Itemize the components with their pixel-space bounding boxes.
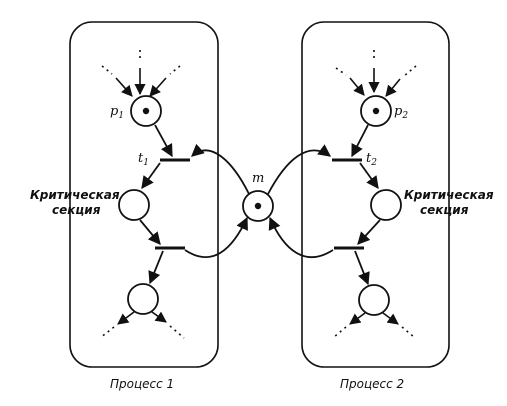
place-critical-section-2 xyxy=(370,189,402,221)
token-m xyxy=(254,202,262,210)
arc-t1-cs1 xyxy=(141,162,161,190)
label-critical-section-1-line1: Критическая xyxy=(30,188,120,202)
p1-incoming-arcs xyxy=(101,50,181,97)
caption-process-2: Процесс 2 xyxy=(340,377,404,391)
label-critical-section-2-line1: Критическая xyxy=(404,188,494,202)
p2-incoming-arcs xyxy=(335,50,417,97)
arc-p2-t2 xyxy=(351,124,369,158)
token-p2 xyxy=(372,107,380,115)
arc-t4-p4 xyxy=(354,250,370,286)
process-2-box xyxy=(301,21,450,368)
arc-p1-t1 xyxy=(154,124,173,158)
place-critical-section-1 xyxy=(118,189,150,221)
arc-m-t1 xyxy=(191,143,250,195)
label-m: m xyxy=(252,171,264,186)
label-p1: p1 xyxy=(110,104,124,121)
process-1-box xyxy=(69,21,219,368)
label-t2: t2 xyxy=(366,151,377,168)
place-after-release-1 xyxy=(127,283,159,315)
arc-t3-m xyxy=(184,216,248,258)
label-critical-section-2-line2: секция xyxy=(420,203,469,217)
arc-cs2-t4 xyxy=(357,219,381,245)
place-after-release-2 xyxy=(358,284,390,316)
arc-t2-cs2 xyxy=(359,162,379,190)
p4-outgoing-arcs xyxy=(333,312,415,338)
p3-outgoing-arcs xyxy=(99,311,185,339)
arc-t4-m xyxy=(268,216,334,258)
label-critical-section-1-line2: секция xyxy=(52,203,101,217)
arc-m-t2 xyxy=(267,144,332,195)
label-p2: p2 xyxy=(394,104,408,121)
caption-process-1: Процесс 1 xyxy=(110,377,174,391)
arc-cs1-t3 xyxy=(139,219,161,245)
label-t1: t1 xyxy=(138,151,149,168)
token-p1 xyxy=(142,107,150,115)
arc-t3-p3 xyxy=(148,250,164,285)
